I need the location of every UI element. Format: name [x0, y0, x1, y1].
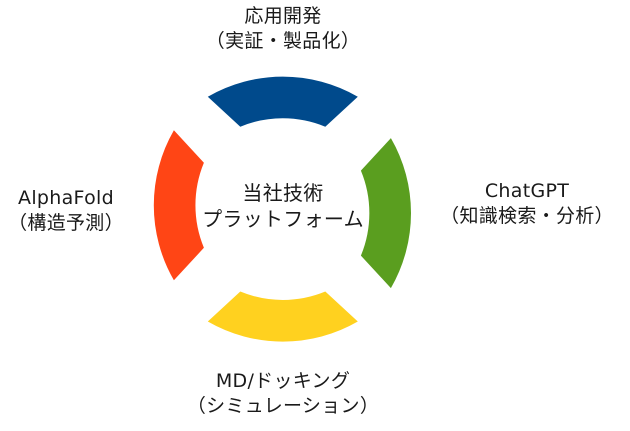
segment-right-arc — [360, 138, 411, 289]
label-bottom-subtitle: （シミュレーション） — [186, 395, 380, 417]
label-left: AlphaFold （構造予測） — [0, 186, 132, 236]
label-right-title: ChatGPT — [484, 180, 570, 202]
label-bottom-title: MD/ドッキング — [215, 370, 351, 392]
center-label: 当社技術 プラットフォーム — [182, 180, 384, 232]
label-left-title: AlphaFold — [18, 187, 114, 209]
label-right: ChatGPT （知識検索・分析） — [428, 179, 626, 229]
segment-bottom-arc — [207, 291, 358, 342]
label-top-title: 応用開発 — [244, 5, 322, 27]
center-label-line1: 当社技術 — [242, 181, 324, 205]
segment-top-arc — [207, 76, 358, 127]
label-right-subtitle: （知識検索・分析） — [440, 205, 614, 227]
label-top-subtitle: （実証・製品化） — [205, 30, 361, 52]
label-left-subtitle: （構造予測） — [8, 212, 124, 234]
segment-left-arc — [153, 130, 204, 281]
label-bottom: MD/ドッキング （シミュレーション） — [173, 369, 393, 419]
label-top: 応用開発 （実証・製品化） — [183, 4, 383, 54]
center-label-line2: プラットフォーム — [202, 207, 364, 231]
